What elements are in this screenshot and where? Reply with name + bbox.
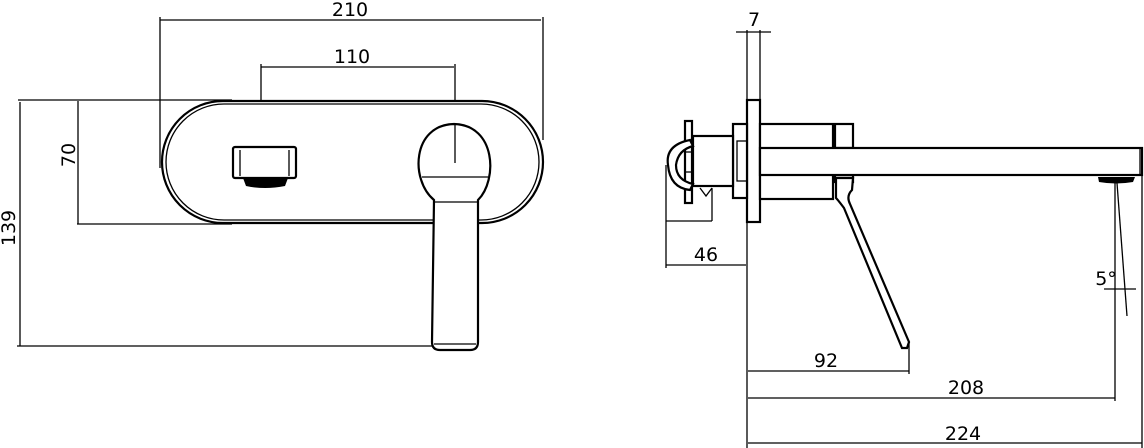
front-view: 210 110 70 139 [0, 0, 545, 352]
dimension-outlet-angle: 5° [1095, 182, 1136, 317]
dimension-label-46: 46 [694, 244, 718, 266]
dimension-label-208: 208 [948, 377, 984, 399]
diverter-knob [231, 145, 298, 188]
dimension-label-224: 224 [945, 423, 981, 445]
dimension-overall-height: 139 [0, 99, 440, 347]
wall-plate-inner-edge [165, 103, 540, 221]
dimension-handle-projection: 92 [748, 342, 910, 374]
dimension-label-70: 70 [58, 143, 80, 167]
dimension-plate-thickness: 7 [736, 9, 771, 100]
dimension-label-110: 110 [334, 46, 370, 68]
dimension-spout-projection: 224 [748, 176, 1143, 448]
lever-handle-side [834, 176, 911, 350]
side-view: 7 46 [665, 9, 1144, 448]
dimension-label-5-degrees: 5° [1095, 268, 1117, 290]
dimension-label-210: 210 [332, 0, 368, 21]
dimension-label-92: 92 [814, 350, 838, 372]
lever-handle-front [417, 122, 492, 352]
dimension-label-7: 7 [748, 9, 760, 31]
aerator [1098, 177, 1135, 184]
dimension-spout-to-outlet: 208 [748, 183, 1116, 401]
spout [758, 122, 1144, 201]
dimension-overall-width: 210 [159, 0, 544, 168]
rear-valve-body [666, 119, 749, 205]
dimension-rear-depth: 46 [665, 165, 746, 268]
dimension-label-139: 139 [0, 210, 20, 246]
wall-plate-side [745, 98, 762, 224]
dimension-plate-height: 70 [58, 101, 232, 225]
